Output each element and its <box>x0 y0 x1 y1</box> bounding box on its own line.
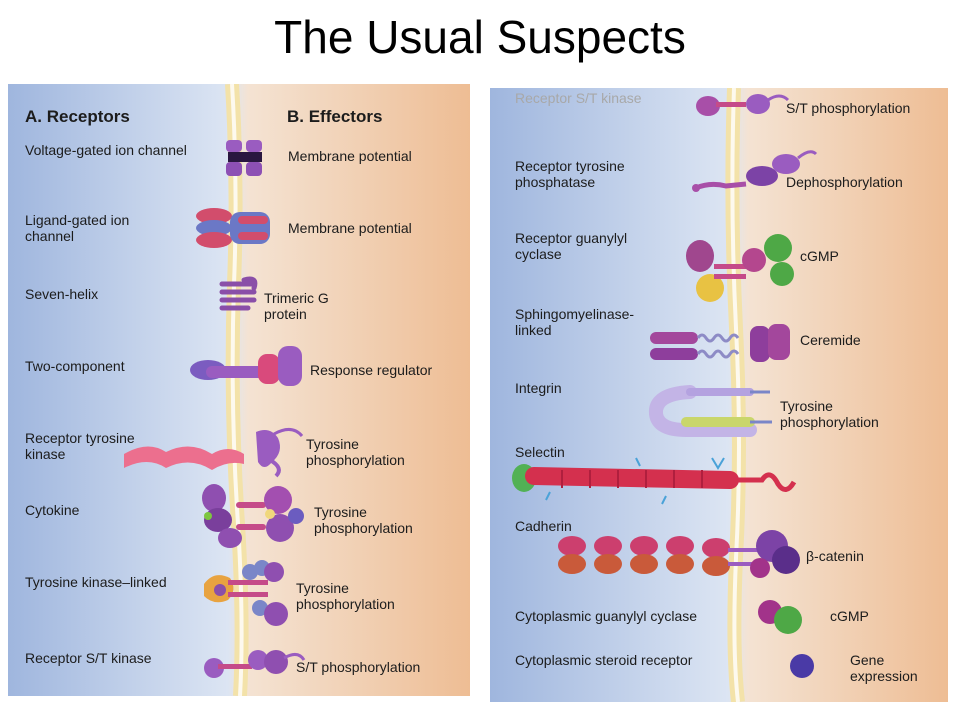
receptor-st-kinase-shape-b <box>696 94 790 116</box>
receptor-label: Cytoplasmic guanylyl cyclase <box>515 608 698 624</box>
selectin-shape <box>512 457 797 505</box>
receptor-label: Cytoplasmic steroid receptor <box>515 652 693 668</box>
two-component-shape <box>190 346 302 386</box>
membrane-bilayer <box>225 84 249 696</box>
tyrosine-kinase-linked-shape <box>204 560 288 626</box>
effector-label: Membrane potential <box>288 148 412 164</box>
receptor-label: Selectin <box>515 444 565 460</box>
ligand-gated-channel-shape <box>196 208 270 248</box>
receptor-guanylyl-cyclase-shape <box>686 234 794 302</box>
effector-label: cGMP <box>800 248 839 264</box>
effector-label: cGMP <box>830 608 869 624</box>
effector-label: Tyrosine phosphorylation <box>780 398 879 430</box>
receptor-st-kinase-shape-a <box>204 650 306 678</box>
cytoplasmic-guanylyl-cyclase-shape <box>758 600 802 634</box>
receptor-label: Receptor tyrosine phosphatase <box>515 158 625 190</box>
receptor-label: Cadherin <box>515 518 572 534</box>
panel-a-illustration <box>124 84 306 696</box>
effector-label: Membrane potential <box>288 220 412 236</box>
receptor-tyrosine-kinase-shape <box>124 428 304 478</box>
effector-label: Tyrosine phosphorylation <box>314 504 413 536</box>
effectors-heading: B. Effectors <box>287 107 383 126</box>
effector-label: β-catenin <box>806 548 864 564</box>
effector-label: Trimeric G protein <box>264 290 329 322</box>
panel-receptors-continued: Receptor S/T kinase S/T phosphorylation … <box>490 88 948 702</box>
effector-label: Response regulator <box>310 362 433 378</box>
effector-label: Ceremide <box>800 332 861 348</box>
integrin-shape <box>648 385 772 437</box>
cytokine-shape <box>202 484 304 548</box>
receptor-label: Sphingomyelinase- linked <box>515 306 635 338</box>
receptor-label: Cytokine <box>25 502 80 518</box>
receptor-label: Receptor guanylyl cyclase <box>515 230 628 262</box>
sphingomyelinase-linked-shape <box>650 324 790 362</box>
effector-label: Tyrosine phosphorylation <box>306 436 405 468</box>
slide-title: The Usual Suspects <box>274 11 686 63</box>
cytoplasmic-steroid-receptor-shape <box>790 654 814 678</box>
receptor-label: Integrin <box>515 380 562 396</box>
receptor-label: Receptor tyrosine kinase <box>25 430 135 462</box>
receptor-label: Receptor S/T kinase <box>515 90 642 106</box>
panel-b-illustration <box>512 88 818 702</box>
cadherin-shape <box>558 530 800 578</box>
effector-label: Dephosphorylation <box>786 174 903 190</box>
receptor-label: Tyrosine kinase–linked <box>25 574 167 590</box>
voltage-gated-channel-shape <box>226 140 262 176</box>
receptors-heading: A. Receptors <box>25 107 130 126</box>
panel-receptors-effectors: A. Receptors B. Effectors Voltage-gated … <box>8 84 470 696</box>
effector-label: S/T phosphorylation <box>296 659 421 675</box>
receptor-tyrosine-phosphatase-shape <box>692 150 818 192</box>
receptor-label: Seven-helix <box>25 286 99 302</box>
effector-label: S/T phosphorylation <box>786 100 911 116</box>
receptor-label: Ligand-gated ion channel <box>25 212 130 244</box>
receptor-label: Receptor S/T kinase <box>25 650 152 666</box>
seven-helix-shape <box>219 276 258 311</box>
effector-label: Gene expression <box>850 652 918 684</box>
receptor-label: Two-component <box>25 358 125 374</box>
effector-label: Tyrosine phosphorylation <box>296 580 395 612</box>
receptor-label: Voltage-gated ion channel <box>25 142 187 158</box>
